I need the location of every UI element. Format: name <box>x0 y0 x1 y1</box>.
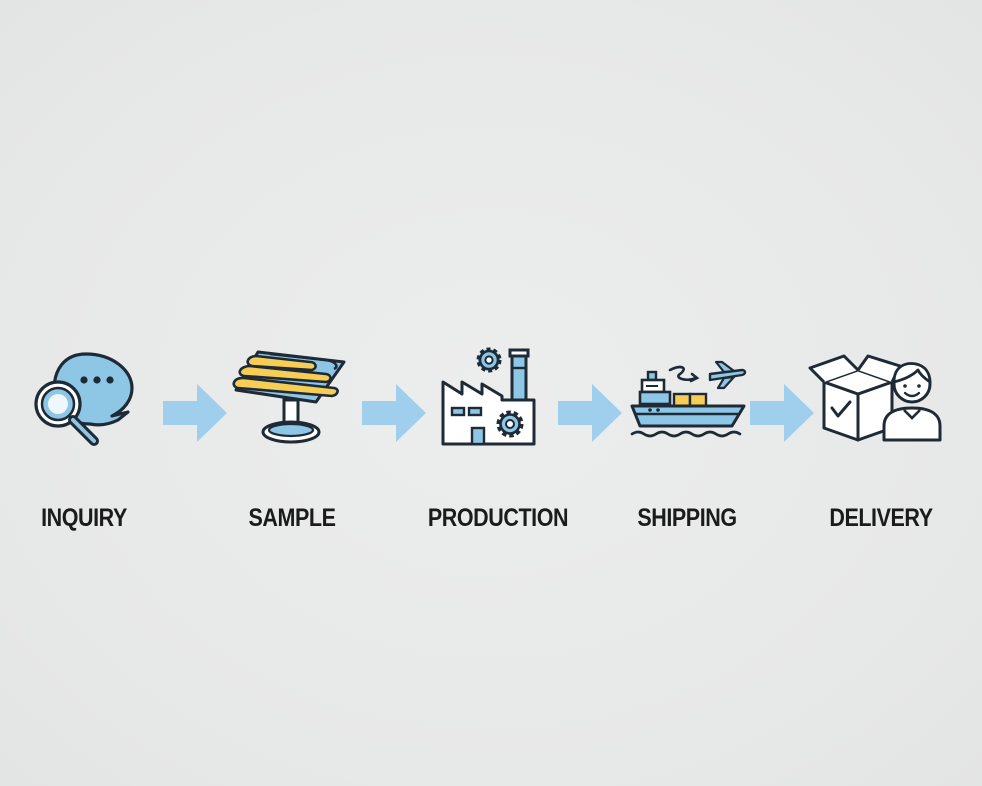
right-arrow-icon <box>750 384 814 442</box>
step-inquiry-icon-wrap <box>28 350 140 450</box>
flow-arrow-1 <box>163 384 227 442</box>
step-production-icon-wrap <box>440 344 540 448</box>
right-arrow-icon <box>558 384 622 442</box>
airplane-icon <box>708 360 747 390</box>
gear-icon <box>496 410 524 438</box>
factory-gears-icon <box>441 347 536 446</box>
step-label-sample: SAMPLE <box>248 504 336 532</box>
step-label-production: PRODUCTION <box>427 504 569 532</box>
step-label-inquiry: INQUIRY <box>41 504 127 532</box>
solar-panel-sample-icon <box>232 350 346 444</box>
step-label-delivery: DELIVERY <box>829 504 933 532</box>
right-arrow-icon <box>163 384 227 442</box>
gear-icon <box>476 347 502 373</box>
step-label-shipping: SHIPPING <box>637 504 737 532</box>
magnifier-speech-bubble-icon <box>34 352 134 446</box>
cargo-ship-airplane-icon <box>630 360 747 438</box>
box-customer-icon <box>808 354 942 442</box>
flow-arrow-3 <box>558 384 622 442</box>
step-shipping-icon-wrap <box>630 358 748 442</box>
flow-arrow-4 <box>750 384 814 442</box>
step-sample-icon-wrap <box>230 342 354 450</box>
step-delivery-icon-wrap <box>808 348 944 444</box>
customer-avatar-icon <box>882 362 942 442</box>
flow-arrow-2 <box>362 384 426 442</box>
right-arrow-icon <box>362 384 426 442</box>
